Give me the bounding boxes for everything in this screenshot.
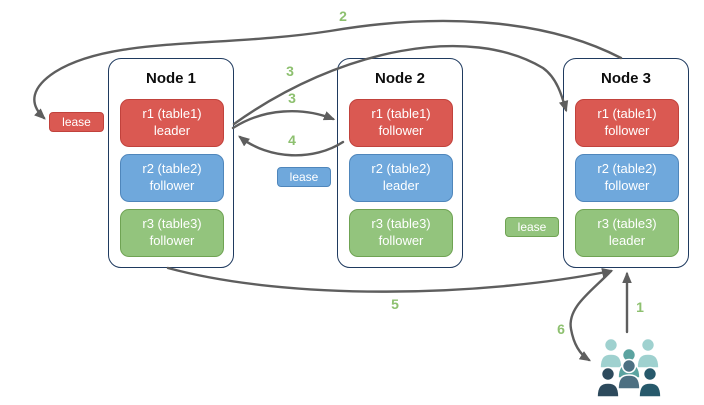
node-3-replica-r2: r2 (table2) follower — [575, 154, 679, 202]
replica-name: r2 (table2) — [142, 161, 202, 177]
step-label-1: 1 — [636, 299, 644, 315]
user-front-right — [638, 366, 662, 398]
replica-name: r2 (table2) — [597, 161, 657, 177]
replica-name: r2 (table2) — [371, 161, 431, 177]
step-label-2: 2 — [339, 8, 347, 24]
user-front-left — [596, 366, 620, 398]
arrow-step-2-node3-to-lease — [33, 19, 623, 120]
arrow-step-6-node3-to-users — [569, 269, 613, 362]
replica-name: r3 (table3) — [371, 216, 431, 232]
step-label-4: 4 — [288, 132, 296, 148]
replica-role: leader — [153, 123, 191, 138]
node-1-box: Node 1 r1 (table1) leader r2 (table2) fo… — [108, 58, 234, 268]
replica-role: follower — [604, 178, 650, 193]
users-icon — [596, 337, 662, 398]
replica-role: follower — [604, 123, 650, 138]
user-back-left — [599, 337, 623, 369]
node-3-replica-r1: r1 (table1) follower — [575, 99, 679, 147]
replica-name: r3 (table3) — [597, 216, 657, 232]
replica-role: leader — [382, 178, 420, 193]
step-label-6: 6 — [557, 321, 565, 337]
node-1-replica-r1: r1 (table1) leader — [120, 99, 224, 147]
replica-name: r1 (table1) — [597, 106, 657, 122]
replica-role: follower — [378, 123, 424, 138]
replica-name: r1 (table1) — [371, 106, 431, 122]
node-1-replica-r2: r2 (table2) follower — [120, 154, 224, 202]
user-front-center — [617, 358, 641, 390]
arrow-step-3-leader-to-node3-follower — [232, 44, 569, 126]
arrow-step-5-node1-to-node3 — [166, 266, 614, 293]
lease-token-table3: lease — [505, 217, 559, 237]
node-3-replica-r3: r3 (table3) leader — [575, 209, 679, 257]
node-1-title: Node 1 — [145, 70, 196, 87]
arrow-step-4-node2-ack-to-leader — [238, 135, 345, 157]
arrow-step-3-leader-to-node2-follower — [231, 110, 336, 130]
node-2-box: Node 2 r1 (table1) follower r2 (table2) … — [337, 58, 463, 268]
node-1-replica-r3: r3 (table3) follower — [120, 209, 224, 257]
node-3-title: Node 3 — [600, 70, 651, 87]
replica-role: follower — [378, 233, 424, 248]
replica-name: r1 (table1) — [142, 106, 202, 122]
step-label-5: 5 — [391, 296, 399, 312]
replica-name: r3 (table3) — [142, 216, 202, 232]
lease-token-table1: lease — [49, 112, 104, 132]
step-label-3-long: 3 — [286, 63, 294, 79]
replica-role: follower — [149, 178, 195, 193]
node-2-replica-r2: r2 (table2) leader — [349, 154, 453, 202]
node-3-box: Node 3 r1 (table1) follower r2 (table2) … — [563, 58, 689, 268]
node-2-replica-r1: r1 (table1) follower — [349, 99, 453, 147]
replica-role: leader — [608, 233, 646, 248]
node-2-title: Node 2 — [374, 70, 425, 87]
replica-role: follower — [149, 233, 195, 248]
lease-token-table2: lease — [277, 167, 331, 187]
step-label-3-short: 3 — [288, 90, 296, 106]
node-2-replica-r3: r3 (table3) follower — [349, 209, 453, 257]
user-back-right — [636, 337, 660, 369]
